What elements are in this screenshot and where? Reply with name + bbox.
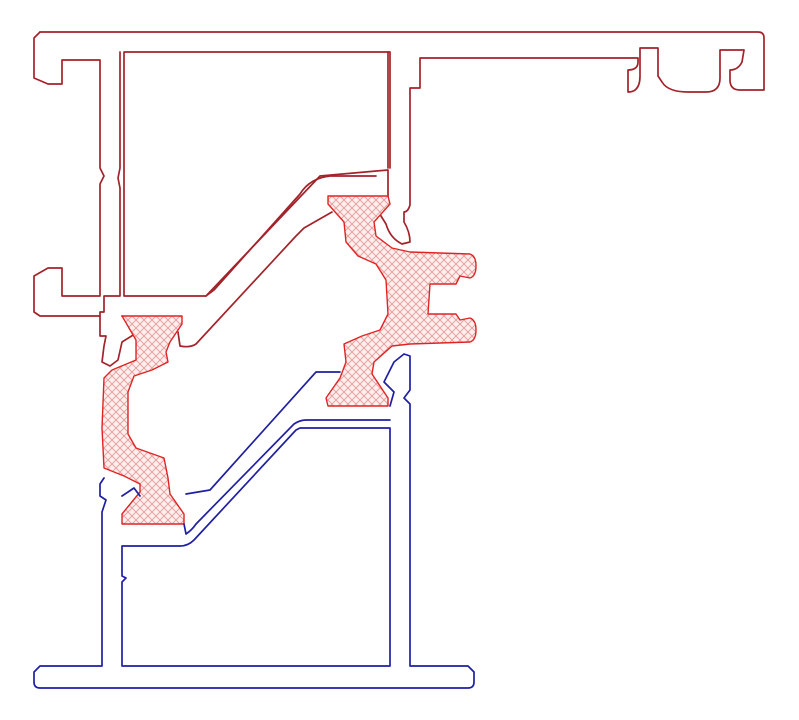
upper-strip-body xyxy=(325,195,477,407)
outer-left-wall xyxy=(33,31,105,317)
lower-thermal-break-strip xyxy=(101,315,185,525)
outer-frame-contour xyxy=(39,31,765,367)
inner-frame-contour xyxy=(33,353,475,689)
inner-diagonal-web xyxy=(183,419,391,535)
outer-frame-profile xyxy=(33,31,765,367)
outer-diagonal-web xyxy=(177,175,377,348)
inner-frame-profile xyxy=(33,353,475,689)
upper-thermal-break-strip xyxy=(325,195,477,407)
lower-strip-body xyxy=(101,315,185,525)
